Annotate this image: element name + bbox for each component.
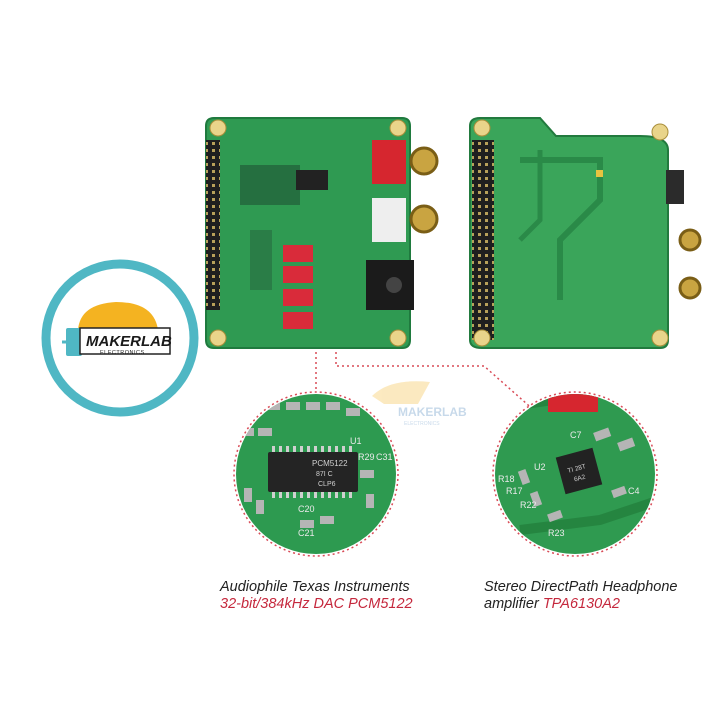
amp-chip-marking-1: TI 28T — [567, 463, 587, 475]
dac-chip-marking-2: 87I C — [316, 471, 333, 478]
dac-board-bottom-view — [469, 117, 702, 349]
dac-board-top-view — [205, 117, 439, 349]
logo-brand: MAKERLAB — [86, 333, 172, 350]
amp-silk-r22: R22 — [520, 500, 537, 510]
makerlab-logo: MAKERLAB ELECTRONICS — [41, 259, 199, 417]
bulb-icon — [78, 302, 158, 330]
makerlab-watermark: MAKERLAB ELECTRONICS — [372, 381, 467, 427]
amp-silk-r18: R18 — [498, 474, 515, 484]
dac-silk-u1: U1 — [350, 436, 362, 446]
dac-silk-r29: R29 — [358, 452, 375, 462]
amp-caption: Stereo DirectPath Headphone amplifier TP… — [484, 579, 714, 613]
amp-caption-line-1: Stereo DirectPath Headphone — [484, 579, 678, 595]
watermark-sub: ELECTRONICS — [404, 421, 440, 427]
watermark-brand: MAKERLAB — [398, 405, 467, 419]
amp-silk-c4: C4 — [628, 486, 640, 496]
dac-silk-c31: C31 — [376, 452, 393, 462]
amp-caption-prefix: amplifier — [484, 596, 543, 612]
callout-lines — [315, 352, 537, 413]
amp-silk-r23: R23 — [548, 528, 565, 538]
logo-sub: ELECTRONICS — [100, 350, 145, 356]
dac-silk-c20: C20 — [298, 504, 315, 514]
amp-silk-u2: U2 — [534, 462, 546, 472]
dac-caption-line-2: 32-bit/384kHz DAC PCM5122 — [220, 596, 413, 612]
dac-chip-marking-1: PCM5122 — [312, 459, 348, 468]
amp-silk-c7: C7 — [570, 430, 582, 440]
amp-caption-line-2: amplifier TPA6130A2 — [484, 596, 714, 613]
dac-silk-c21: C21 — [298, 528, 315, 538]
dac-caption-line-1: Audiophile Texas Instruments — [220, 579, 410, 595]
dac-chip-zoom: PCM5122 87I C CLP6 U1 R29 C31 C20 C21 — [233, 391, 399, 557]
amp-caption-part-number: TPA6130A2 — [542, 596, 620, 612]
amp-chip-marking-2: 6A2 — [573, 474, 586, 484]
dac-caption: Audiophile Texas Instruments 32-bit/384k… — [220, 579, 450, 613]
amp-silk-r17: R17 — [506, 486, 523, 496]
amp-chip-zoom: TI 28T 6A2 C7 U2 R17 R22 R23 C4 R18 — [492, 391, 658, 557]
dac-chip-marking-3: CLP6 — [318, 481, 336, 488]
